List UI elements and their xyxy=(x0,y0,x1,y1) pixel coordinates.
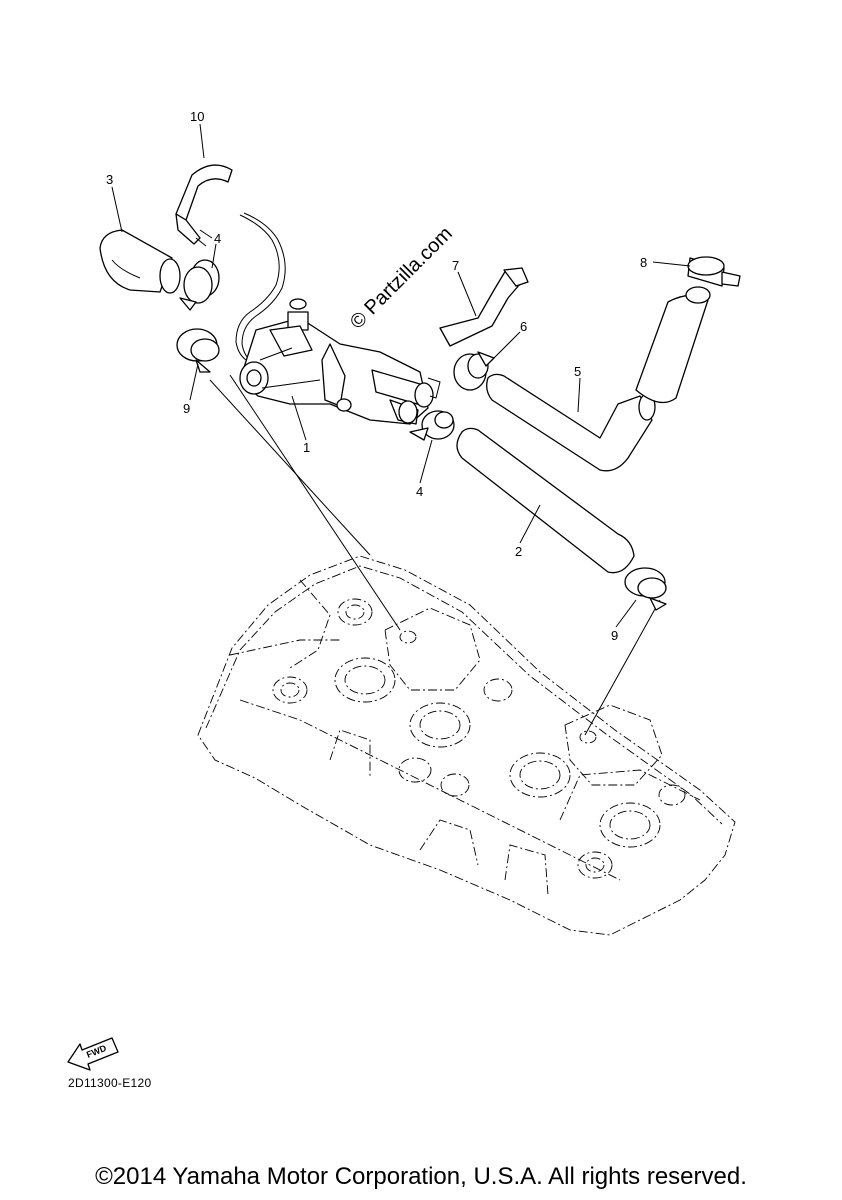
callout-leaders xyxy=(111,123,691,628)
callouts: 10 3 4 7 8 6 5 9 1 4 2 9 xyxy=(106,109,647,643)
assembly-leader-lines xyxy=(209,374,661,736)
callout-6: 6 xyxy=(520,319,527,334)
part-6-clamp xyxy=(453,351,495,391)
copyright-notice: ©2014 Yamaha Motor Corporation, U.S.A. A… xyxy=(95,1163,747,1190)
fwd-arrow-icon: FWD xyxy=(67,1037,119,1071)
part-5-hose xyxy=(486,373,656,472)
callout-7: 7 xyxy=(452,258,459,273)
callout-10: 10 xyxy=(190,109,204,124)
sensor-cable xyxy=(235,212,286,363)
part-7-plate xyxy=(439,267,529,347)
callout-9-lower: 9 xyxy=(611,628,618,643)
part-8-hose-cap xyxy=(635,256,741,404)
callout-3: 3 xyxy=(106,172,113,187)
diagram-code: 2D11300-E120 xyxy=(68,1076,152,1090)
part-10-clip xyxy=(175,164,233,247)
part-4-clamp-lower xyxy=(409,410,455,441)
callout-2: 2 xyxy=(515,544,522,559)
callout-8: 8 xyxy=(640,255,647,270)
part-4-clamp-upper xyxy=(179,259,220,311)
cylinder-head-cover xyxy=(197,555,736,936)
part-2-hose xyxy=(456,427,635,574)
watermark-text: © Partzilla.com xyxy=(346,223,457,334)
part-9-clamp-lower xyxy=(624,567,667,611)
callout-5: 5 xyxy=(574,364,581,379)
callout-1: 1 xyxy=(303,440,310,455)
callout-4-upper: 4 xyxy=(214,231,221,246)
part-9-clamp-upper xyxy=(176,328,220,373)
part-1-air-induction-valve xyxy=(239,298,441,425)
part-3-hose xyxy=(99,229,181,294)
callout-9-upper: 9 xyxy=(183,401,190,416)
callout-4-lower: 4 xyxy=(416,484,423,499)
